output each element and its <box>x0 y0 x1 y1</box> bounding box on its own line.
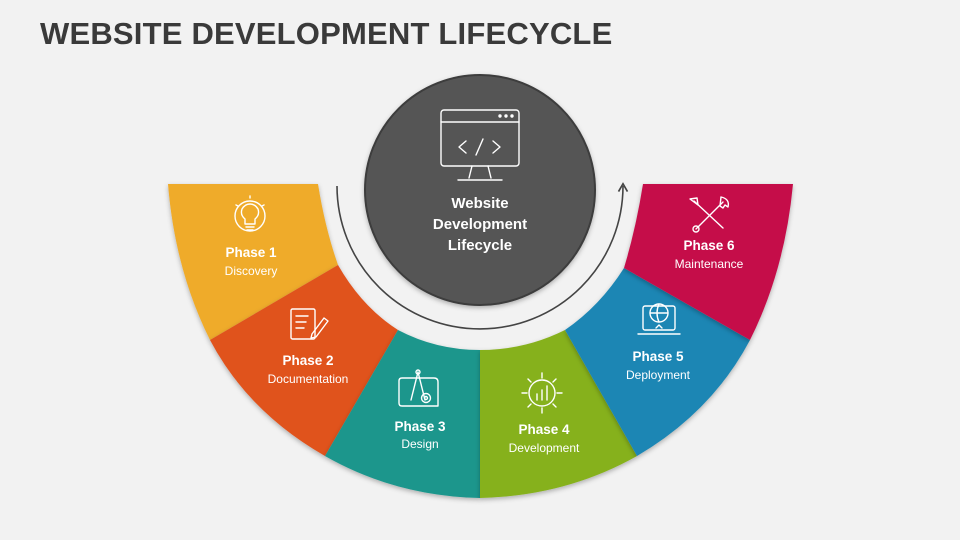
code-monitor-icon <box>440 109 520 181</box>
document-pen-icon <box>290 308 329 340</box>
phase-5-segment <box>565 268 750 456</box>
phase-3-segment <box>325 330 480 498</box>
phase-4-shape <box>480 330 637 498</box>
hub-label-line-2: Development <box>433 216 527 233</box>
phase-3-title: Phase 3 <box>394 419 446 434</box>
phase-1-title: Phase 1 <box>225 245 277 260</box>
phase-6-title: Phase 6 <box>683 238 735 253</box>
phase-4-segment <box>480 330 637 498</box>
phase-4-title: Phase 4 <box>518 422 570 437</box>
hub-label-line-1: Website <box>451 195 508 212</box>
phase-6-shape <box>624 184 793 340</box>
phase-2-subtitle: Documentation <box>268 372 349 386</box>
phase-6-segment <box>624 184 793 340</box>
gear-chart-icon <box>521 372 563 414</box>
phase-2-segment <box>210 265 398 456</box>
phase-4-subtitle: Development <box>509 441 580 455</box>
phase-1-shape <box>168 184 338 340</box>
hub-label-line-3: Lifecycle <box>448 237 512 254</box>
page-title: WEBSITE DEVELOPMENT LIFECYCLE <box>40 16 613 51</box>
phase-1-subtitle: Discovery <box>225 264 278 278</box>
cycle-arc <box>336 182 629 330</box>
phase-5-shape <box>565 268 750 456</box>
phase-3-shape <box>325 330 480 498</box>
tools-icon <box>689 196 730 233</box>
phase-3-subtitle: Design <box>401 437 438 451</box>
phase-2-title: Phase 2 <box>282 353 333 368</box>
phase-5-subtitle: Deployment <box>626 368 691 382</box>
lightbulb-icon <box>234 195 266 232</box>
phase-5-title: Phase 5 <box>632 349 684 364</box>
hub-circle <box>364 74 596 306</box>
design-blueprint-icon <box>398 369 439 407</box>
phase-2-shape <box>210 265 398 456</box>
laptop-globe-icon <box>637 303 681 335</box>
phase-1-segment <box>168 184 338 340</box>
phase-6-subtitle: Maintenance <box>675 257 744 271</box>
